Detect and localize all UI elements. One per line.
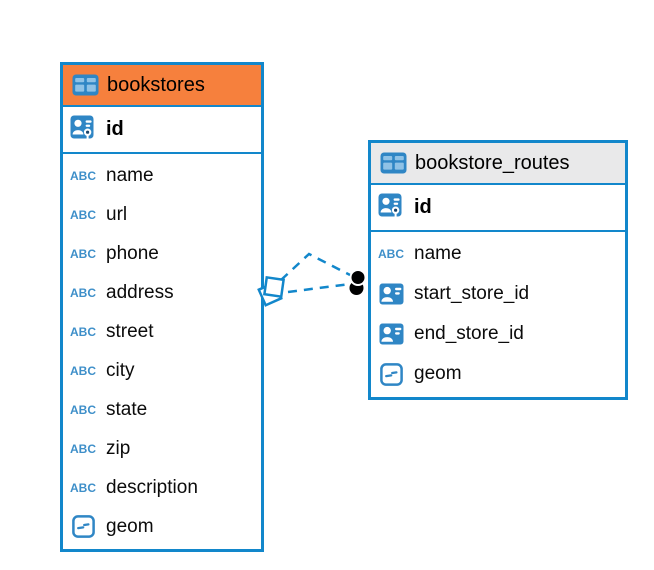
column-row[interactable]: ABC name <box>371 234 625 274</box>
column-row[interactable]: geom <box>371 354 625 394</box>
entity-title: bookstores <box>107 73 205 96</box>
entity-bookstore-routes[interactable]: bookstore_routes id ABC <box>368 140 628 400</box>
column-list: ABC name ABC url ABC phone ABC address A… <box>63 154 261 549</box>
text-type-icon: ABC <box>70 168 96 183</box>
column-row[interactable]: ABC state <box>63 390 261 429</box>
table-icon <box>71 74 99 96</box>
text-type-icon: ABC <box>70 363 96 378</box>
primary-key-icon <box>68 115 98 144</box>
relation-line-2[interactable] <box>287 282 351 294</box>
column-row-pk[interactable]: id <box>371 185 625 232</box>
column-name: phone <box>106 242 159 264</box>
entity-header-bookstore-routes[interactable]: bookstore_routes <box>371 143 625 185</box>
column-name: state <box>106 398 148 420</box>
column-row-pk[interactable]: id <box>63 107 261 154</box>
text-type-icon: ABC <box>378 247 404 261</box>
column-name: id <box>106 118 124 140</box>
column-name: start_store_id <box>414 283 530 304</box>
column-name: geom <box>106 515 154 537</box>
column-name: name <box>414 243 462 264</box>
column-name: geom <box>414 363 462 384</box>
relation-line-1[interactable] <box>280 252 353 281</box>
text-type-icon: ABC <box>70 402 96 417</box>
column-row[interactable]: ABC address <box>63 273 261 312</box>
column-row[interactable]: ABC zip <box>63 429 261 468</box>
text-type-icon: ABC <box>70 480 96 495</box>
relation-target-dot-marker <box>349 269 367 295</box>
column-row[interactable]: ABC city <box>63 351 261 390</box>
column-name: url <box>106 203 128 225</box>
text-type-icon: ABC <box>70 207 96 222</box>
column-row[interactable]: start_store_id <box>371 274 625 314</box>
table-icon <box>379 152 407 174</box>
column-name: zip <box>106 437 131 459</box>
column-list: ABC name start_store_id <box>371 232 625 397</box>
column-row[interactable]: ABC phone <box>63 234 261 273</box>
column-row[interactable]: ABC street <box>63 312 261 351</box>
entity-title: bookstore_routes <box>415 151 570 174</box>
geometry-type-icon <box>68 515 98 538</box>
column-row[interactable]: end_store_id <box>371 314 625 354</box>
column-row[interactable]: ABC url <box>63 195 261 234</box>
column-name: city <box>106 359 135 381</box>
entity-header-bookstores[interactable]: bookstores <box>63 65 261 107</box>
column-row[interactable]: ABC description <box>63 468 261 507</box>
column-name: street <box>106 320 154 342</box>
column-name: address <box>106 281 174 303</box>
column-row[interactable]: geom <box>63 507 261 546</box>
text-type-icon: ABC <box>70 324 96 339</box>
reference-column-icon <box>376 323 406 345</box>
column-name: id <box>414 196 432 218</box>
primary-key-icon <box>376 193 406 222</box>
entity-bookstores[interactable]: bookstores id ABC <box>60 62 264 552</box>
column-name: name <box>106 164 154 186</box>
column-name: description <box>106 476 198 498</box>
column-row[interactable]: ABC name <box>63 156 261 195</box>
geometry-type-icon <box>376 362 406 386</box>
text-type-icon: ABC <box>70 441 96 456</box>
text-type-icon: ABC <box>70 246 96 261</box>
column-name: end_store_id <box>414 323 524 344</box>
text-type-icon: ABC <box>70 285 96 300</box>
reference-column-icon <box>376 283 406 305</box>
